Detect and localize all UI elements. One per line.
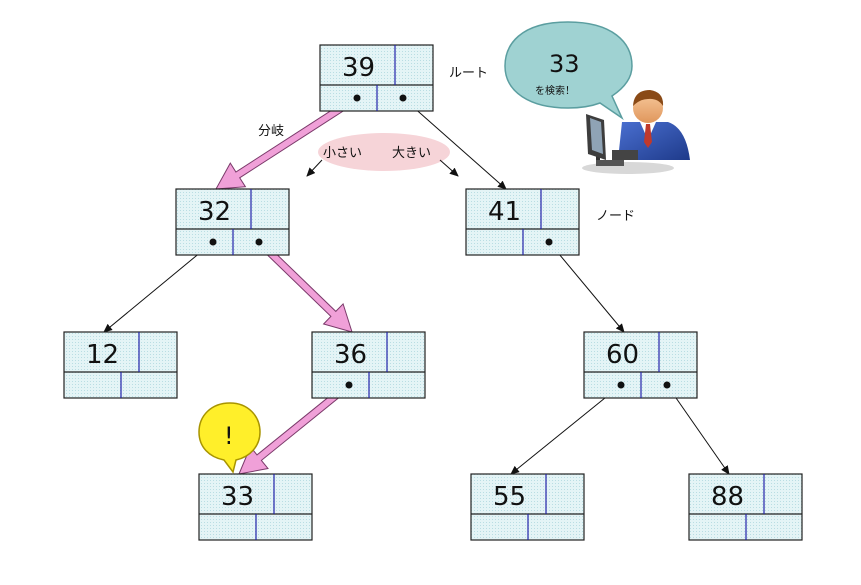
pointer-dot [345,381,353,389]
search-path-arrow [215,94,360,190]
found-exclamation-bubble: ! [198,402,261,474]
edge-n60-n88 [666,384,730,475]
node-value: 12 [86,340,119,370]
node-value: 60 [606,340,639,370]
edge-n39-n41 [402,97,507,190]
tree-node: 88 [688,473,803,541]
node-value: 36 [334,340,367,370]
smaller-label: 小さい [323,146,362,161]
tree-node: 39 [319,44,434,112]
tree-node: 12 [63,331,178,399]
root-label: ルート [449,66,488,81]
pointer-dot [353,94,361,102]
pointer-dot [399,94,407,102]
larger-label: 大きい [392,146,431,161]
edge-n41-n60 [548,241,625,333]
node-value: 33 [221,482,254,512]
tree-node: 33 [198,473,313,541]
node-value: 32 [198,197,231,227]
tree-node: 32 [175,188,290,256]
search-caption: を検索！ [535,84,575,97]
search-value: 33 [549,50,580,78]
edge-n32-n12 [103,241,214,333]
pointer-dot [209,238,217,246]
node-value: 88 [711,482,744,512]
branch-label: 分岐 [258,124,284,139]
pointer-dot [663,381,671,389]
tree-node: 41 [465,188,580,256]
node-value: 55 [493,482,526,512]
node-label: ノード [596,209,635,224]
pointer-dot [545,238,553,246]
tree-node: 60 [583,331,698,399]
pointer-dot [617,381,625,389]
tree-node: 55 [470,473,585,541]
node-value: 41 [488,197,521,227]
comparison-oval [318,133,450,171]
search-speech-bubble: 33 を検索！ [504,21,633,121]
pointer-dot [255,238,263,246]
node-value: 39 [342,53,375,83]
search-path-arrow [238,381,352,475]
tree-node: 36 [311,331,426,399]
exclamation-mark: ! [224,422,234,450]
edge-n60-n55 [510,384,622,475]
user-at-computer-icon [582,90,690,174]
larger-arrow [439,159,459,177]
smaller-arrow [306,159,323,177]
